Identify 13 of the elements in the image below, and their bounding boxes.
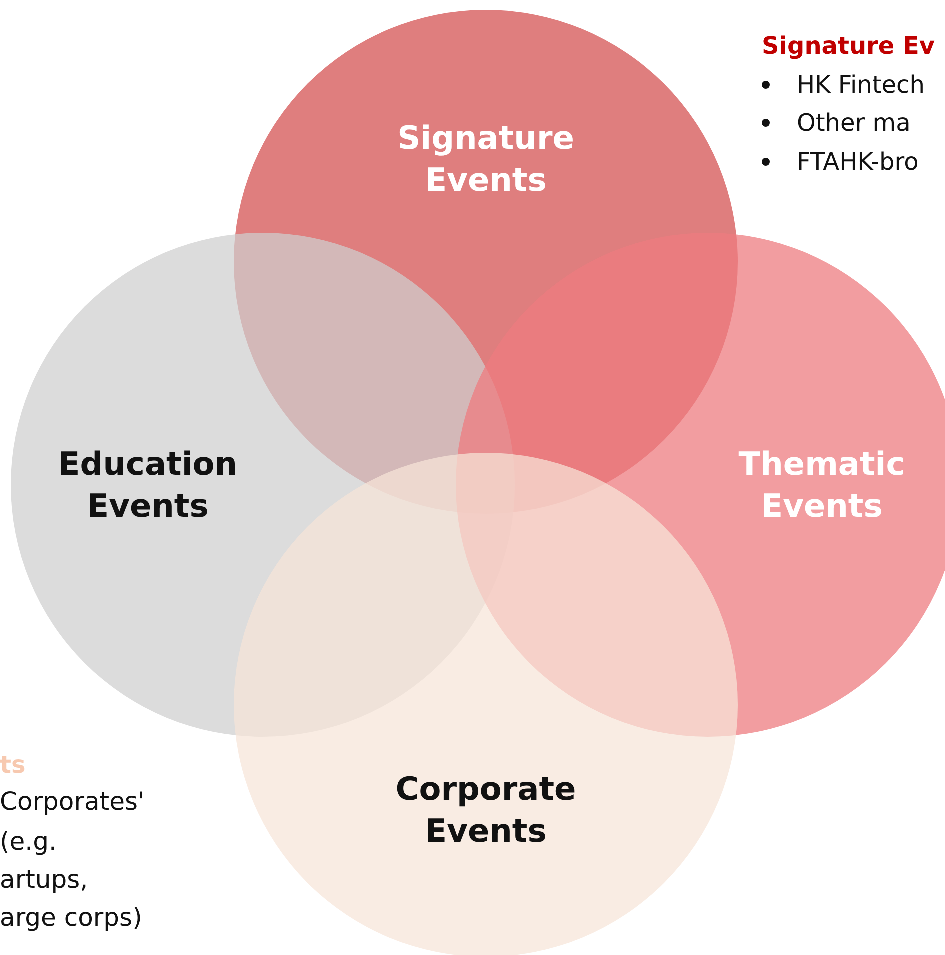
section-heading: Signature Ev: [762, 31, 936, 61]
bullet-text: FTAHK-bro: [797, 147, 919, 177]
section-heading: ts: [0, 750, 26, 780]
circle-label: Signature Events: [396, 118, 576, 201]
bullet-text: HK Fintech: [797, 70, 925, 100]
list-text: (e.g.: [0, 827, 57, 857]
list-text: Corporates': [0, 787, 145, 817]
list-text: arge corps): [0, 903, 142, 933]
circle-label: Thematic Events: [738, 444, 906, 527]
bullet-text: Other ma: [797, 108, 911, 138]
circle-label: Education Events: [57, 444, 239, 527]
list-text: artups,: [0, 865, 88, 895]
circle-label: Corporate Events: [394, 769, 578, 852]
